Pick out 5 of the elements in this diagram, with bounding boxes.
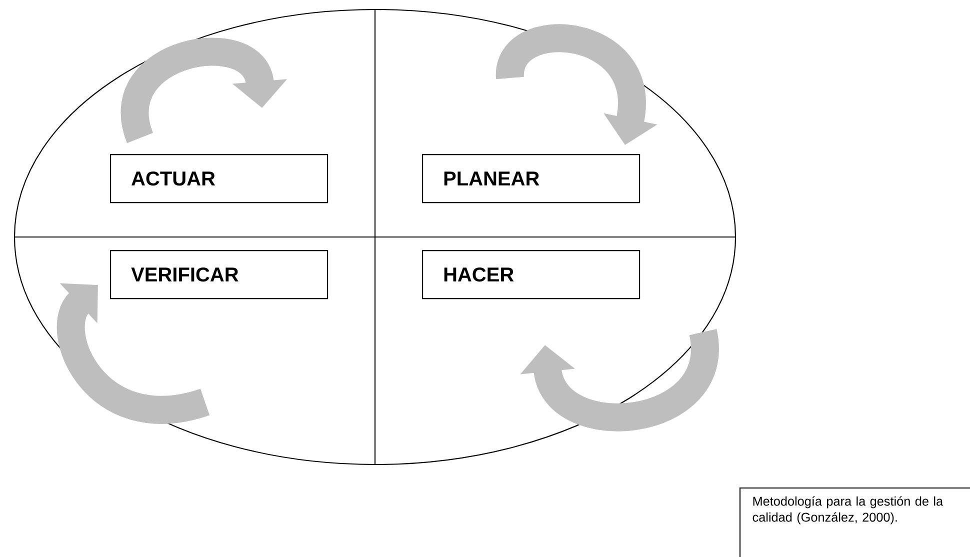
step-box: PLANEAR [422,154,640,204]
step-box: HACER [422,250,640,300]
step-box: VERIFICAR [110,250,328,300]
step-box: ACTUAR [110,154,328,204]
caption-box: Metodología para la gestión de la calidad (González, 2000). [739,487,970,557]
